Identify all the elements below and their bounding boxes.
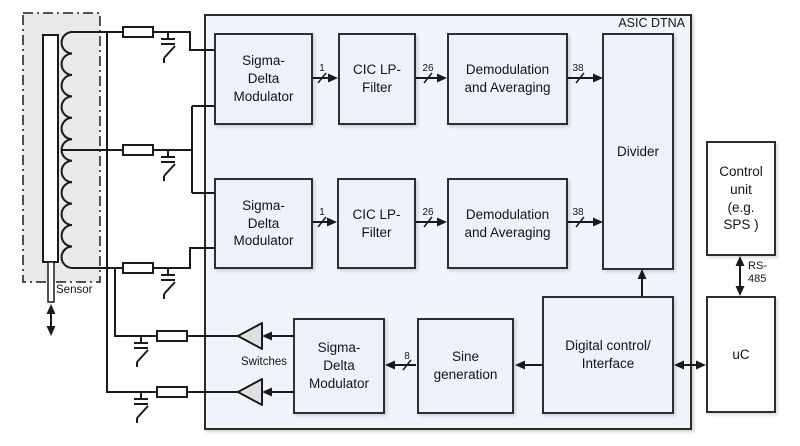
- sensor-label: Sensor: [56, 284, 93, 296]
- bus-width-row2-demod-divider: 38: [572, 207, 584, 218]
- bus-width-sine-sdm: 8: [404, 351, 410, 362]
- bus-width-row1-cic-demod: 26: [422, 63, 434, 74]
- block-divider: Divider: [602, 33, 674, 270]
- block-uc: uC: [706, 296, 776, 413]
- bus-width-row2-sdm-cic: 1: [319, 207, 325, 218]
- bus-width-slashes: [317, 72, 585, 371]
- core-motion-arrow: [46, 304, 56, 336]
- block-demodulation-averaging-1: Demodulation and Averaging: [447, 33, 568, 125]
- block-cic-lp-filter-2: CIC LP- Filter: [337, 178, 416, 269]
- bus-width-row1-sdm-cic: 1: [319, 63, 325, 74]
- block-sine-generation: Sine generation: [417, 318, 514, 414]
- sensor-core-rod: [42, 34, 59, 303]
- block-sigma-delta-modulator-2: Sigma- Delta Modulator: [214, 178, 313, 269]
- block-sigma-delta-modulator-1: Sigma- Delta Modulator: [214, 33, 313, 125]
- block-demodulation-averaging-2: Demodulation and Averaging: [447, 178, 568, 269]
- block-sigma-delta-modulator-3: Sigma- Delta Modulator: [293, 318, 385, 414]
- resistor-symbols: [122, 26, 188, 398]
- rs485-label: RS- 485: [748, 260, 767, 286]
- block-control-unit: Control unit (e.g. SPS ): [706, 141, 776, 256]
- asic-label: ASIC DTNA: [618, 16, 685, 30]
- capacitor-ground-symbols: [134, 32, 176, 423]
- block-cic-lp-filter-1: CIC LP- Filter: [338, 33, 416, 125]
- bus-width-row2-cic-demod: 26: [422, 207, 434, 218]
- block-digital-control-interface: Digital control/ Interface: [542, 296, 674, 414]
- switches-label: Switches: [240, 356, 288, 368]
- bus-width-row1-demod-divider: 38: [572, 63, 584, 74]
- signal-arrows: [262, 73, 745, 397]
